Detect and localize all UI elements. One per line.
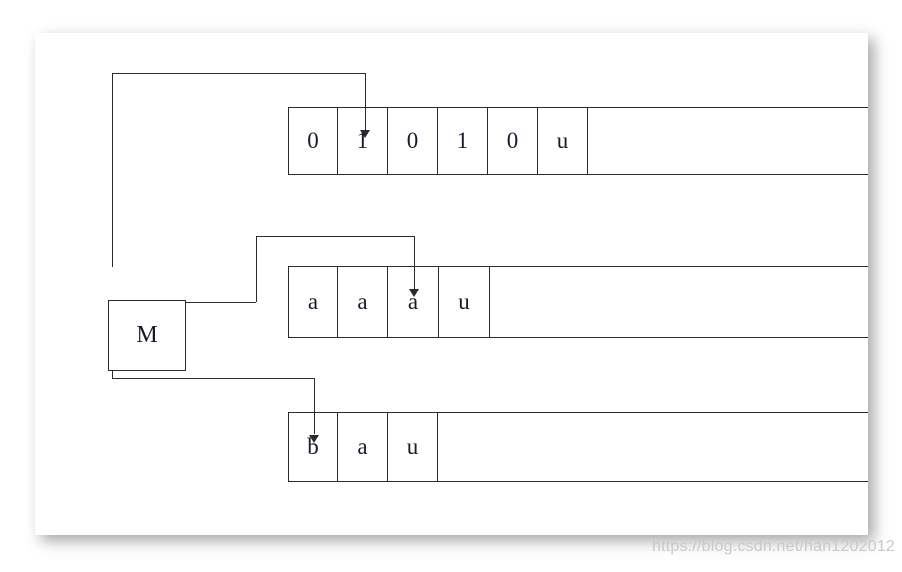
tape-1-cell-3[interactable]: 1: [438, 108, 488, 174]
connector-tape1-vertical-up: [112, 73, 113, 267]
tape2-head-arrow-icon: [409, 289, 419, 297]
diagram-card: M 0 1 0 1 0 u a a a u b a u: [35, 33, 868, 535]
tape-3-blank-region: [438, 413, 868, 481]
tape1-head-arrow-icon: [360, 130, 370, 138]
tape-1-blank-region: [588, 108, 868, 174]
tape-3-cell-1[interactable]: a: [338, 413, 388, 481]
tape-2-cell-2[interactable]: a: [388, 267, 439, 337]
connector-tape1-horizontal: [112, 73, 365, 74]
tape-1-cell-4[interactable]: 0: [488, 108, 538, 174]
tape-1: 0 1 0 1 0 u: [288, 107, 868, 175]
tape-2-cell-1[interactable]: a: [338, 267, 388, 337]
tape-2: a a a u: [288, 266, 868, 338]
connector-tape2-vertical-up: [256, 236, 257, 302]
tape-1-cell-1[interactable]: 1: [338, 108, 388, 174]
control-unit-label: M: [136, 322, 158, 348]
tape3-head-arrow-icon: [309, 435, 319, 443]
tape-2-cell-3[interactable]: u: [439, 267, 490, 337]
connector-tape2-horizontal-stub: [151, 302, 256, 303]
control-unit-box[interactable]: M: [108, 300, 186, 371]
watermark-text: https://blog.csdn.net/han1202012: [652, 538, 896, 555]
tape-3-cell-2[interactable]: u: [388, 413, 438, 481]
tape-1-cell-2[interactable]: 0: [388, 108, 438, 174]
tape-3-cell-0[interactable]: b: [288, 413, 338, 481]
tape-2-blank-region: [490, 267, 868, 337]
connector-tape1-vertical-down: [365, 73, 366, 133]
tape-1-cell-5[interactable]: u: [538, 108, 588, 174]
tape-2-cell-0[interactable]: a: [288, 267, 338, 337]
connector-tape2-vertical-down: [414, 236, 415, 292]
connector-tape3-vertical-down2: [314, 378, 315, 434]
connector-tape3-horizontal: [112, 378, 314, 379]
tape-3: b a u: [288, 412, 868, 482]
connector-tape2-horizontal: [256, 236, 414, 237]
tape-1-cell-0[interactable]: 0: [288, 108, 338, 174]
